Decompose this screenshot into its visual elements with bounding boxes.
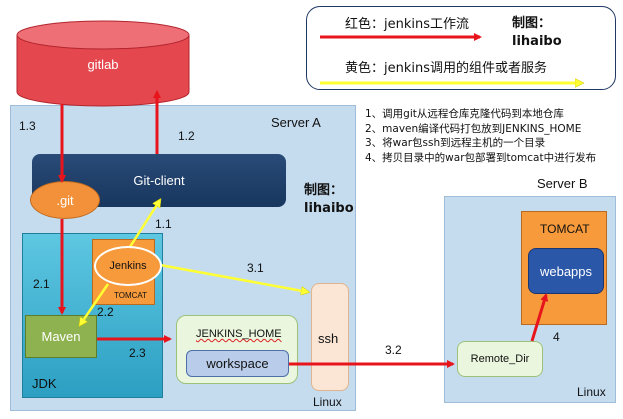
server-a-linux-label: Linux	[313, 395, 342, 409]
server-b-label: Server B	[537, 176, 588, 191]
legend-box	[306, 6, 616, 90]
jenkins-home-label: JENKINS_HOME	[196, 328, 282, 340]
legend-yellow-text: 黄色：jenkins调用的组件或者服务	[345, 61, 548, 76]
server-a-credit: 制图： lihaibo	[304, 183, 354, 216]
edge-label-4: 4	[553, 330, 560, 344]
workspace-label: workspace	[206, 356, 269, 371]
maven-label: Maven	[41, 329, 81, 344]
edge-label-3-1: 3.1	[247, 261, 264, 275]
server-b-linux-label: Linux	[577, 385, 606, 399]
git-repo: .git	[30, 181, 100, 219]
edge-label-2-1: 2.1	[33, 277, 50, 291]
server-a-label: Server A	[271, 115, 321, 130]
edge-label-1-1: 1.1	[155, 217, 172, 231]
webapps-box: webapps	[528, 248, 604, 294]
legend-red-text: 红色：jenkins工作流	[345, 17, 470, 32]
jenkins-node: Jenkins	[94, 246, 162, 286]
workspace-box: workspace	[186, 350, 289, 377]
step-3: 3、将war包ssh到远程主机的一个目录	[365, 137, 546, 149]
maven-box: Maven	[25, 315, 97, 358]
webapps-label: webapps	[539, 263, 593, 279]
tomcat-b-label: TOMCAT	[540, 222, 590, 236]
jenkins-label: Jenkins	[109, 260, 147, 272]
edge-label-1-3: 1.3	[19, 119, 36, 133]
ssh-box	[311, 283, 349, 391]
steps-list: 1、调用git从远程仓库克隆代码到本地仓库 2、maven编译代码打包放到JEN…	[365, 107, 596, 165]
gitlab-label: gitlab	[87, 56, 119, 72]
edge-label-1-2: 1.2	[178, 129, 195, 143]
tomcat-a-label: TOMCAT	[114, 291, 148, 300]
git-repo-label: .git	[56, 192, 74, 208]
edge-label-2-2: 2.2	[97, 305, 114, 319]
remote-dir-label: Remote_Dir	[470, 353, 530, 365]
edge-label-2-3: 2.3	[129, 346, 146, 360]
step-2: 2、maven编译代码打包放到JENKINS_HOME	[365, 122, 582, 135]
step-1: 1、调用git从远程仓库克隆代码到本地仓库	[365, 108, 564, 120]
git-client-label: Git-client	[133, 173, 185, 188]
ssh-label: ssh	[318, 331, 339, 346]
legend-credit: 制图： lihaibo	[512, 16, 562, 49]
edge-label-3-2: 3.2	[385, 343, 402, 357]
step-4: 4、拷贝目录中的war包部署到tomcat中进行发布	[365, 151, 597, 164]
jdk-label: JDK	[32, 376, 57, 391]
remote-dir-box: Remote_Dir	[457, 341, 543, 377]
